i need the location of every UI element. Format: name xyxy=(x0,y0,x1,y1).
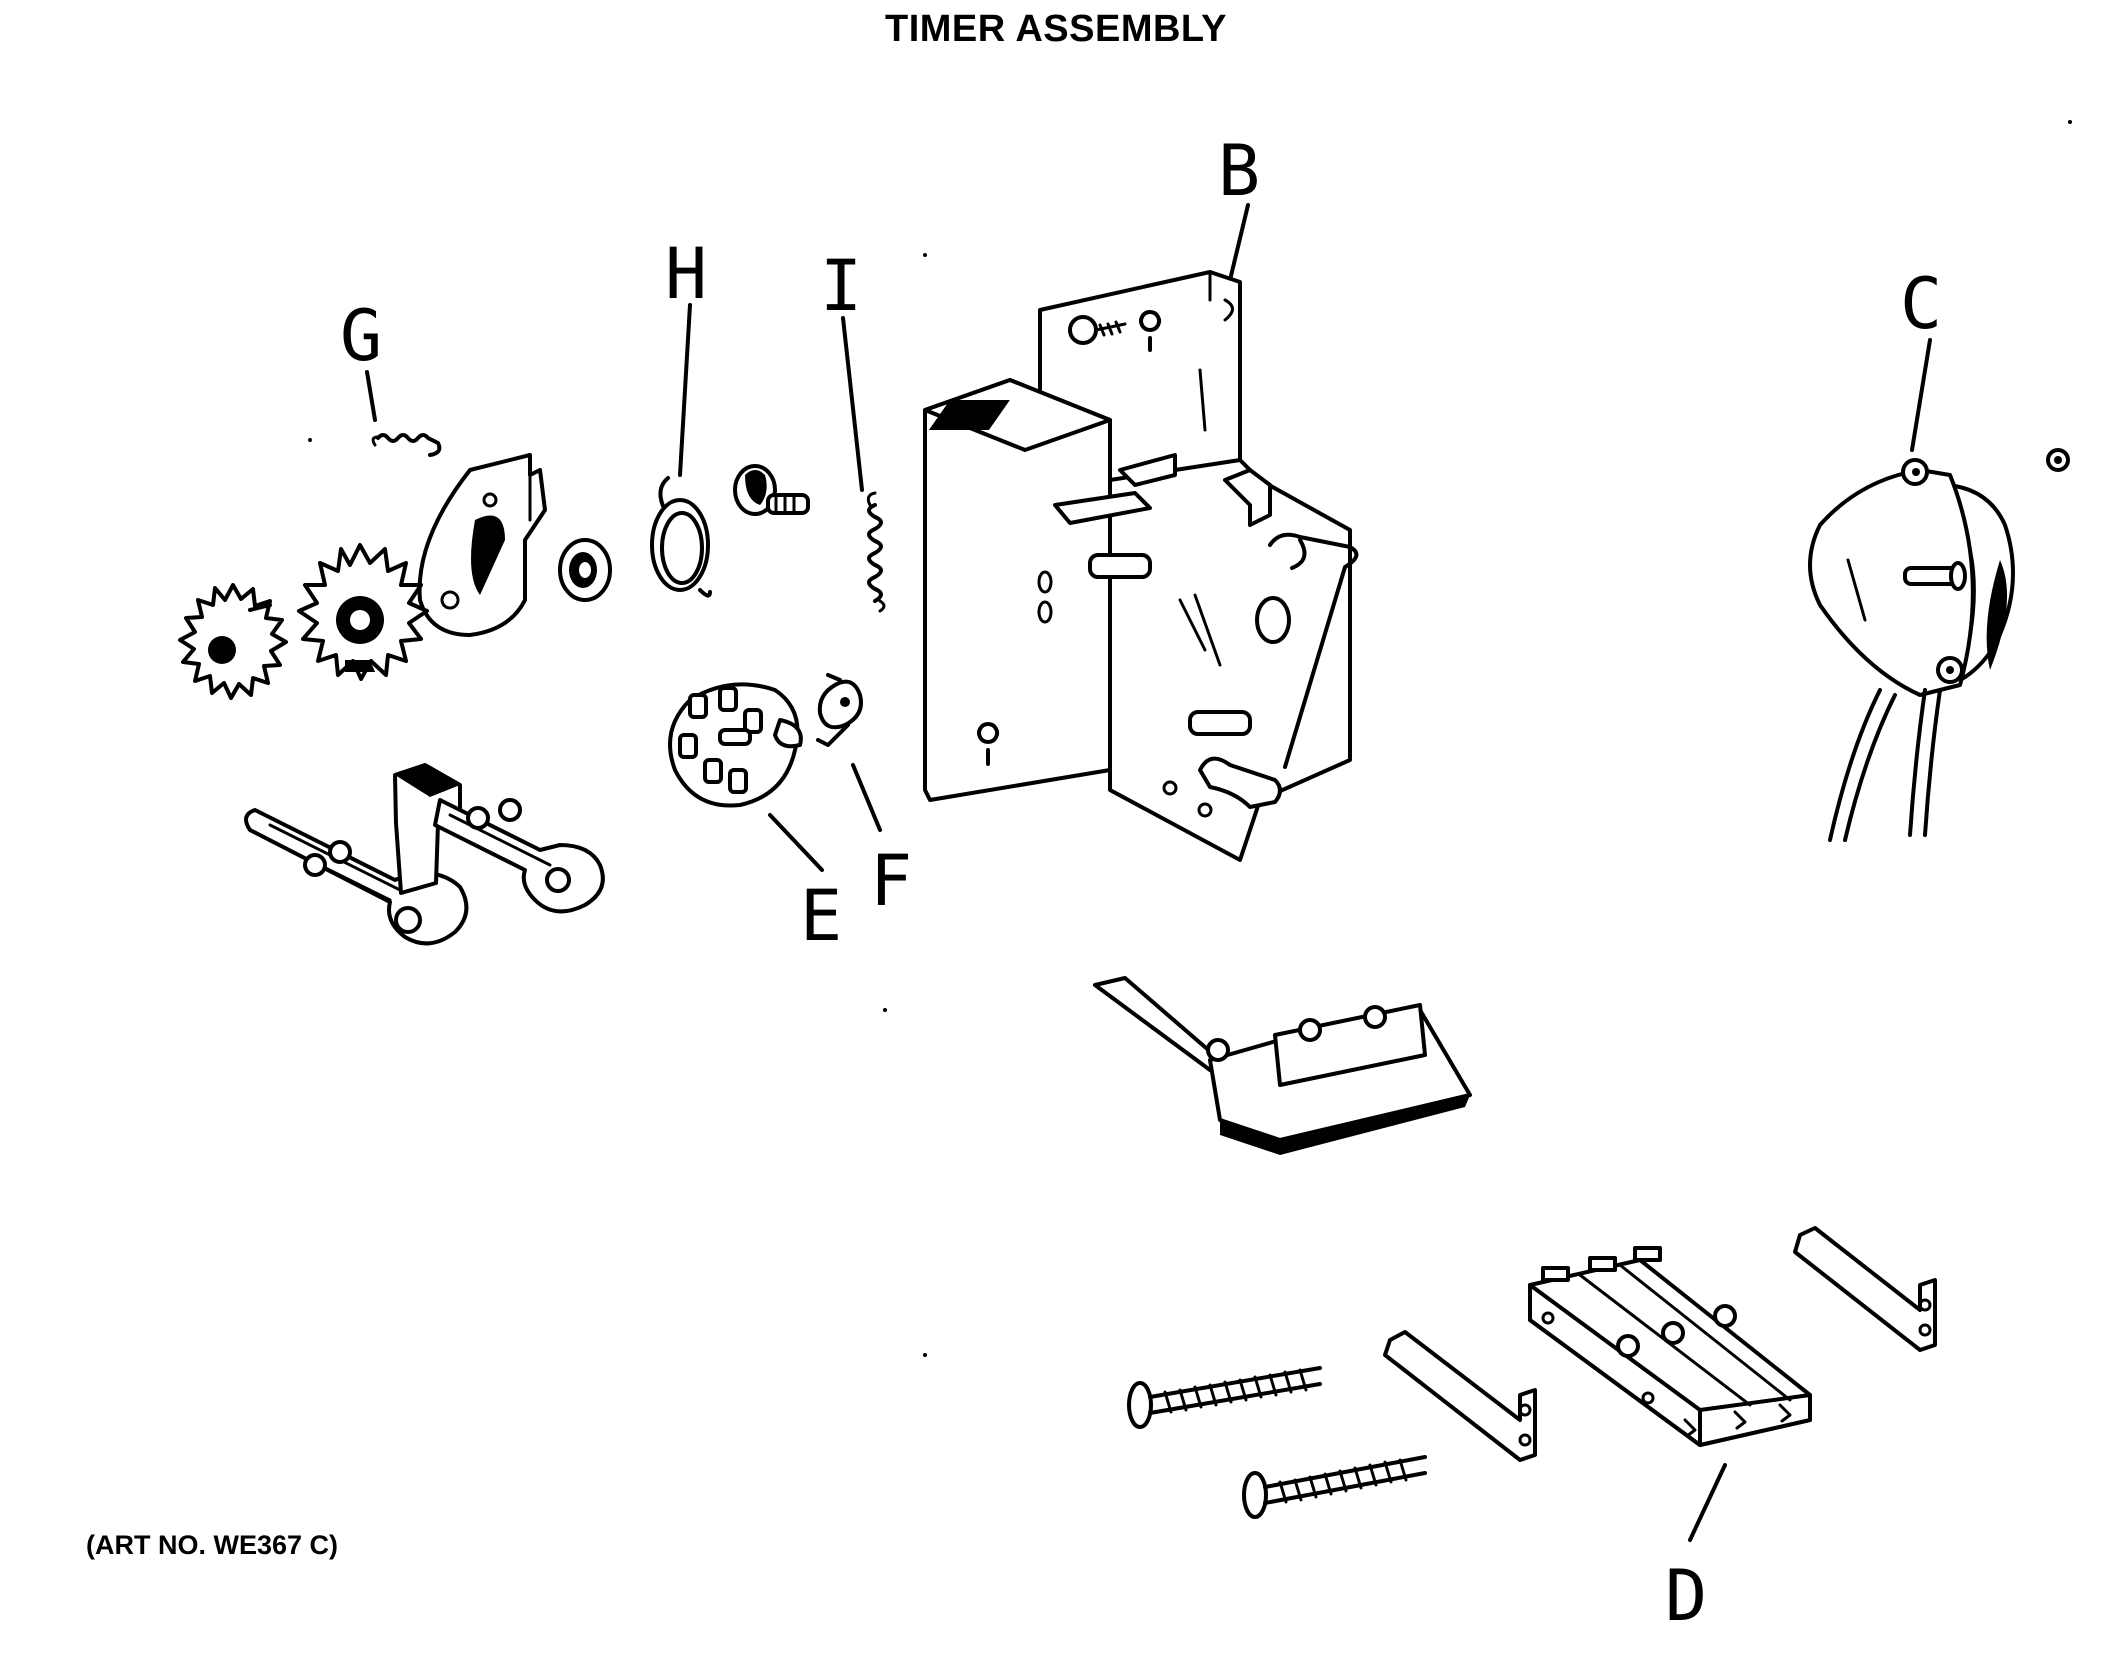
diagram-title: TIMER ASSEMBLY xyxy=(884,8,1227,50)
gear-small xyxy=(178,583,288,700)
washer xyxy=(558,538,612,602)
leader-lines xyxy=(365,203,1932,1542)
coil-spring-part-i xyxy=(866,491,886,613)
terminal-plate xyxy=(1093,976,1472,1155)
callout-e: E xyxy=(800,875,842,957)
slider-arm-left xyxy=(244,808,469,946)
leader-i xyxy=(841,316,864,492)
callout-h: H xyxy=(665,233,707,315)
small-spring-part-g xyxy=(371,433,442,457)
screw xyxy=(733,464,810,516)
leader-g xyxy=(365,370,377,422)
callout-b: B xyxy=(1218,130,1260,212)
callout-i: I xyxy=(820,245,862,327)
callout-d: D xyxy=(1665,1555,1707,1637)
art-number: (ART NO. WE367 C) xyxy=(86,1530,339,1560)
callout-f: F xyxy=(870,840,912,922)
switch-assembly-part-d xyxy=(1127,1226,1937,1519)
leader-f xyxy=(851,763,882,832)
leader-c xyxy=(1910,338,1932,452)
torsion-spring-part-h xyxy=(650,476,712,598)
callout-g: G xyxy=(340,295,382,377)
leader-e xyxy=(768,813,824,872)
slider-arm-right xyxy=(393,763,605,914)
leader-b xyxy=(1228,203,1250,282)
gear-large xyxy=(297,543,429,681)
leader-d xyxy=(1688,1463,1727,1542)
bracket-frame-part-b xyxy=(923,270,1359,862)
timer-motor-part-c xyxy=(1808,448,2070,842)
leader-h xyxy=(678,303,692,477)
callout-c: C xyxy=(1900,263,1942,345)
cam-disc-part-e xyxy=(668,682,803,808)
clip-part-f xyxy=(816,673,863,747)
cam-lever xyxy=(417,453,547,637)
